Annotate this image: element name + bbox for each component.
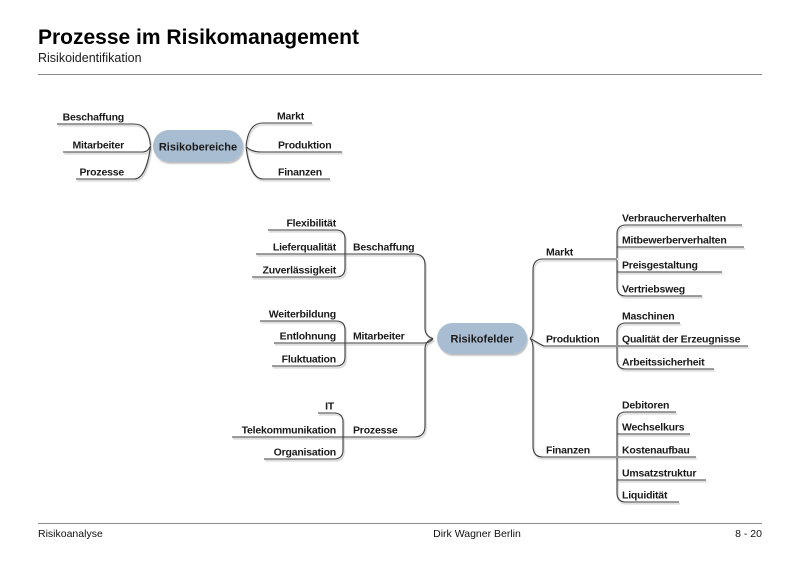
underline-fluktuation	[272, 343, 346, 367]
node-maschinen: Maschinen	[622, 311, 674, 323]
node-entlohnung: Entlohnung	[280, 331, 336, 343]
branch-markt: Markt	[546, 247, 574, 259]
connector-beschaffung-branch	[347, 253, 434, 340]
node-produktion-d1: Produktion	[278, 140, 331, 152]
header-divider	[38, 74, 762, 75]
diagram-risikofelder: Risikofelder Beschaffung Mitarbeiter Pro…	[232, 213, 748, 503]
underline-weiterbildung	[260, 320, 346, 343]
node-lieferqualitaet: Lieferqualität	[273, 242, 337, 254]
page-title: Prozesse im Risikomanagement	[38, 26, 359, 49]
node-kostenaufbau: Kostenaufbau	[622, 445, 690, 457]
underline-zuverlaessigkeit	[252, 254, 346, 278]
node-telekommunikation: Telekommunikation	[242, 425, 336, 437]
underline-arbeitssicherheit	[616, 347, 714, 370]
branch-mitarbeiter: Mitarbeiter	[353, 331, 405, 343]
footer-page-number: 8 - 20	[735, 528, 762, 540]
connector-d1-prozesse	[76, 146, 152, 180]
underline-organisation	[264, 437, 344, 460]
node-weiterbildung: Weiterbildung	[269, 309, 336, 321]
node-fluktuation: Fluktuation	[282, 354, 336, 366]
node-zuverlaessigkeit: Zuverlässigkeit	[263, 265, 337, 277]
connector-finanzen-branch	[529, 338, 617, 458]
branch-finanzen: Finanzen	[546, 445, 590, 457]
branch-beschaffung: Beschaffung	[353, 242, 414, 254]
underline-it	[318, 412, 344, 437]
connector-d1-finanzen	[245, 146, 330, 180]
diagram-risikobereiche: Risikobereiche Beschaffung Mitarbeiter P…	[57, 111, 342, 180]
connector-d1-beschaffung	[57, 123, 152, 146]
node-preisgestaltung: Preisgestaltung	[622, 260, 698, 272]
node-prozesse-d1: Prozesse	[79, 167, 124, 179]
node-flexibilitaet: Flexibilität	[286, 218, 336, 230]
center-node-label-risikofelder: Risikofelder	[451, 334, 515, 346]
node-debitoren: Debitoren	[622, 400, 669, 412]
footer-divider	[38, 523, 762, 524]
connector-markt-branch	[529, 258, 617, 339]
node-finanzen-d1: Finanzen	[278, 167, 322, 179]
connector-mitarbeiter-branch	[347, 338, 434, 344]
page-subtitle: Risikoidentifikation	[38, 51, 142, 65]
node-wechselkurs: Wechselkurs	[622, 422, 685, 434]
connector-prozesse-branch	[343, 337, 434, 438]
underline-maschinen	[616, 322, 680, 345]
branch-prozesse: Prozesse	[353, 425, 398, 437]
node-beschaffung-d1: Beschaffung	[63, 112, 124, 124]
footer-topic: Risikoanalyse	[38, 528, 103, 540]
node-verbraucherverhalten: Verbraucherverhalten	[622, 213, 726, 225]
node-organisation: Organisation	[274, 447, 336, 459]
underline-vertriebsweg	[616, 260, 702, 297]
footer-author: Dirk Wagner Berlin	[433, 528, 521, 540]
branch-produktion: Produktion	[546, 334, 599, 346]
node-arbeitssicherheit: Arbeitssicherheit	[622, 357, 705, 369]
underline-debitoren	[616, 411, 676, 456]
connector-d1-markt	[245, 122, 312, 147]
connector-d1-produktion	[245, 146, 342, 153]
node-qualitaet-der-erzeugnisse: Qualität der Erzeugnisse	[622, 334, 741, 346]
center-node-risikobereiche	[153, 130, 243, 162]
node-mitbewerberverhalten: Mitbewerberverhalten	[622, 235, 727, 247]
underline-verbraucherverhalten	[616, 224, 742, 258]
underline-flexibilitaet	[268, 229, 346, 254]
underline-liquiditaet	[616, 458, 679, 503]
node-liquiditaet: Liquidität	[622, 490, 668, 502]
center-node-label-risikobereiche: Risikobereiche	[159, 142, 237, 154]
node-vertriebsweg: Vertriebsweg	[622, 284, 685, 296]
center-node-risikofelder	[437, 323, 527, 354]
node-umsatzstruktur: Umsatzstruktur	[622, 468, 696, 480]
node-mitarbeiter-d1: Mitarbeiter	[73, 140, 125, 152]
node-it: IT	[325, 401, 335, 413]
node-markt-d1: Markt	[277, 111, 305, 123]
